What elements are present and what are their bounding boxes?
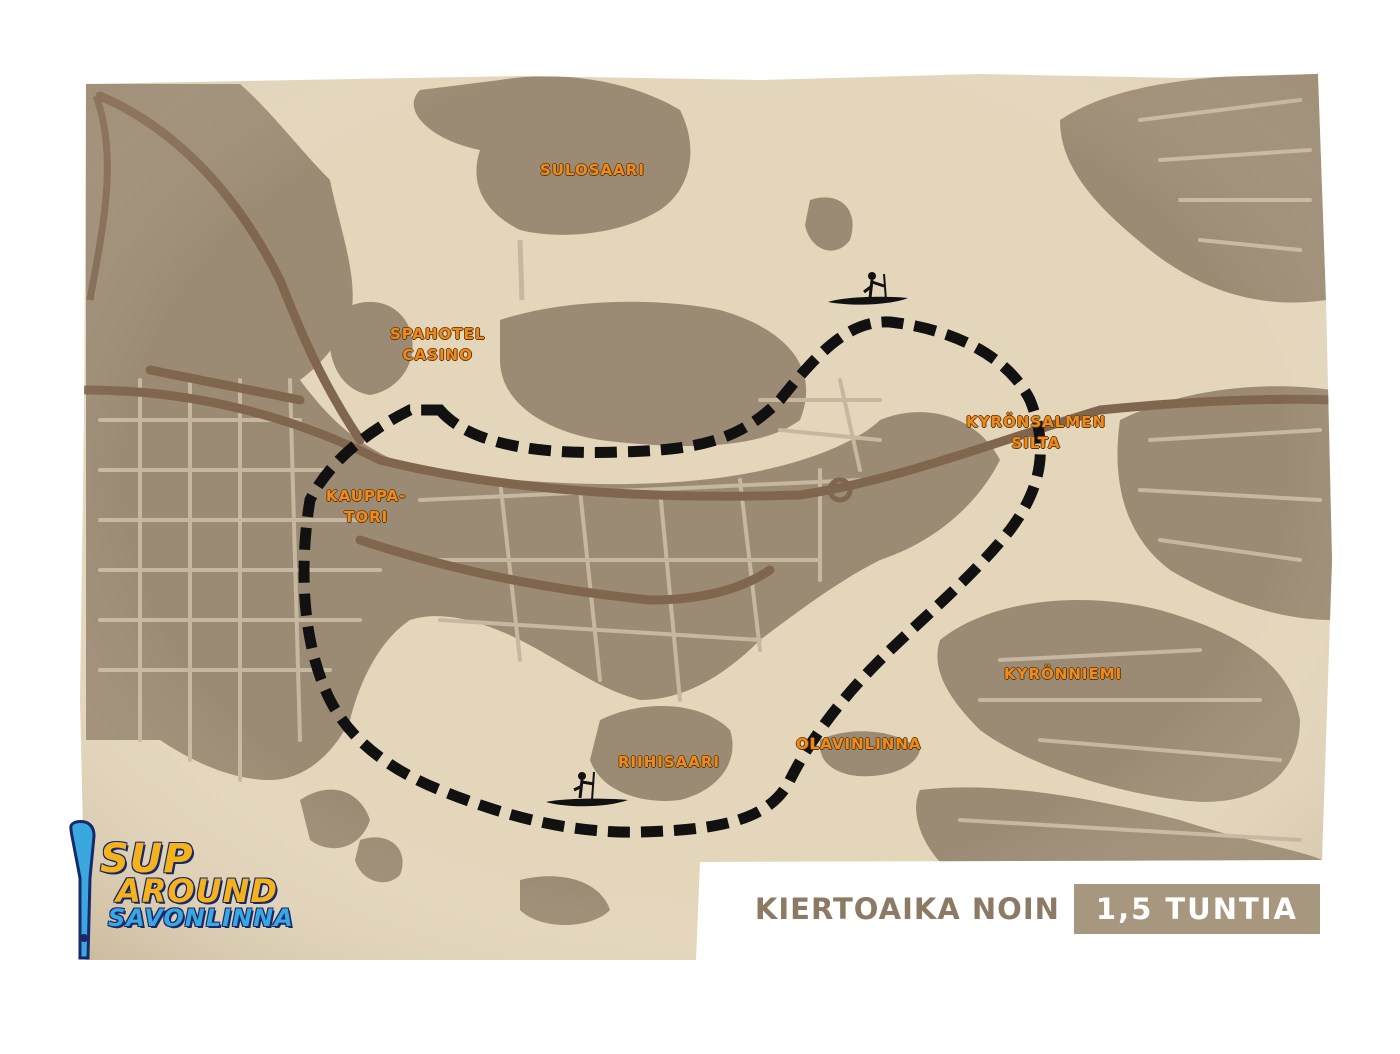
label-kyronniemi: KYRÖNNIEMI <box>1004 665 1123 683</box>
logo-line2: AROUND <box>116 872 278 910</box>
logo-line3: SAVONLINNA <box>108 904 294 932</box>
sup-around-savonlinna-logo: SUP AROUND SAVONLINNA <box>64 818 293 968</box>
label-riihisaari: RIIHISAARI <box>618 753 720 771</box>
label-kyronsalmen-line2: SILTA <box>1011 434 1061 452</box>
logo-line1: SUP <box>100 836 194 882</box>
label-kauppatori-line2: TORI <box>344 508 389 526</box>
paddle-icon <box>591 771 595 801</box>
label-spahotel-line1: SPAHOTEL <box>390 325 486 343</box>
duration-prefix: KIERTOAIKA NOIN <box>754 892 1060 926</box>
paddle-icon <box>883 273 887 301</box>
paper-vignette <box>80 74 1332 960</box>
route-loop <box>298 316 1046 838</box>
paddle-logo-icon <box>69 820 96 960</box>
label-kyronsalmen-silta: KYRÖNSALMEN SILTA <box>966 412 1106 454</box>
label-sulosaari: SULOSAARI <box>540 161 645 179</box>
label-kyronsalmen-line1: KYRÖNSALMEN <box>966 413 1107 431</box>
map-paper <box>80 74 1332 960</box>
paddleboard-icon-north <box>828 272 908 305</box>
paddleboard-icon-south <box>546 771 628 807</box>
label-olavinlinna: OLAVINLINNA <box>796 735 922 753</box>
label-kauppatori: KAUPPA- TORI <box>326 486 406 528</box>
label-spahotel-casino: SPAHOTEL CASINO <box>390 324 485 366</box>
duration-bar: KIERTOAIKA NOIN 1,5 TUNTIA <box>700 874 1320 944</box>
label-kauppatori-line1: KAUPPA- <box>326 487 407 505</box>
label-spahotel-line2: CASINO <box>402 346 473 364</box>
duration-value: 1,5 TUNTIA <box>1073 884 1320 934</box>
